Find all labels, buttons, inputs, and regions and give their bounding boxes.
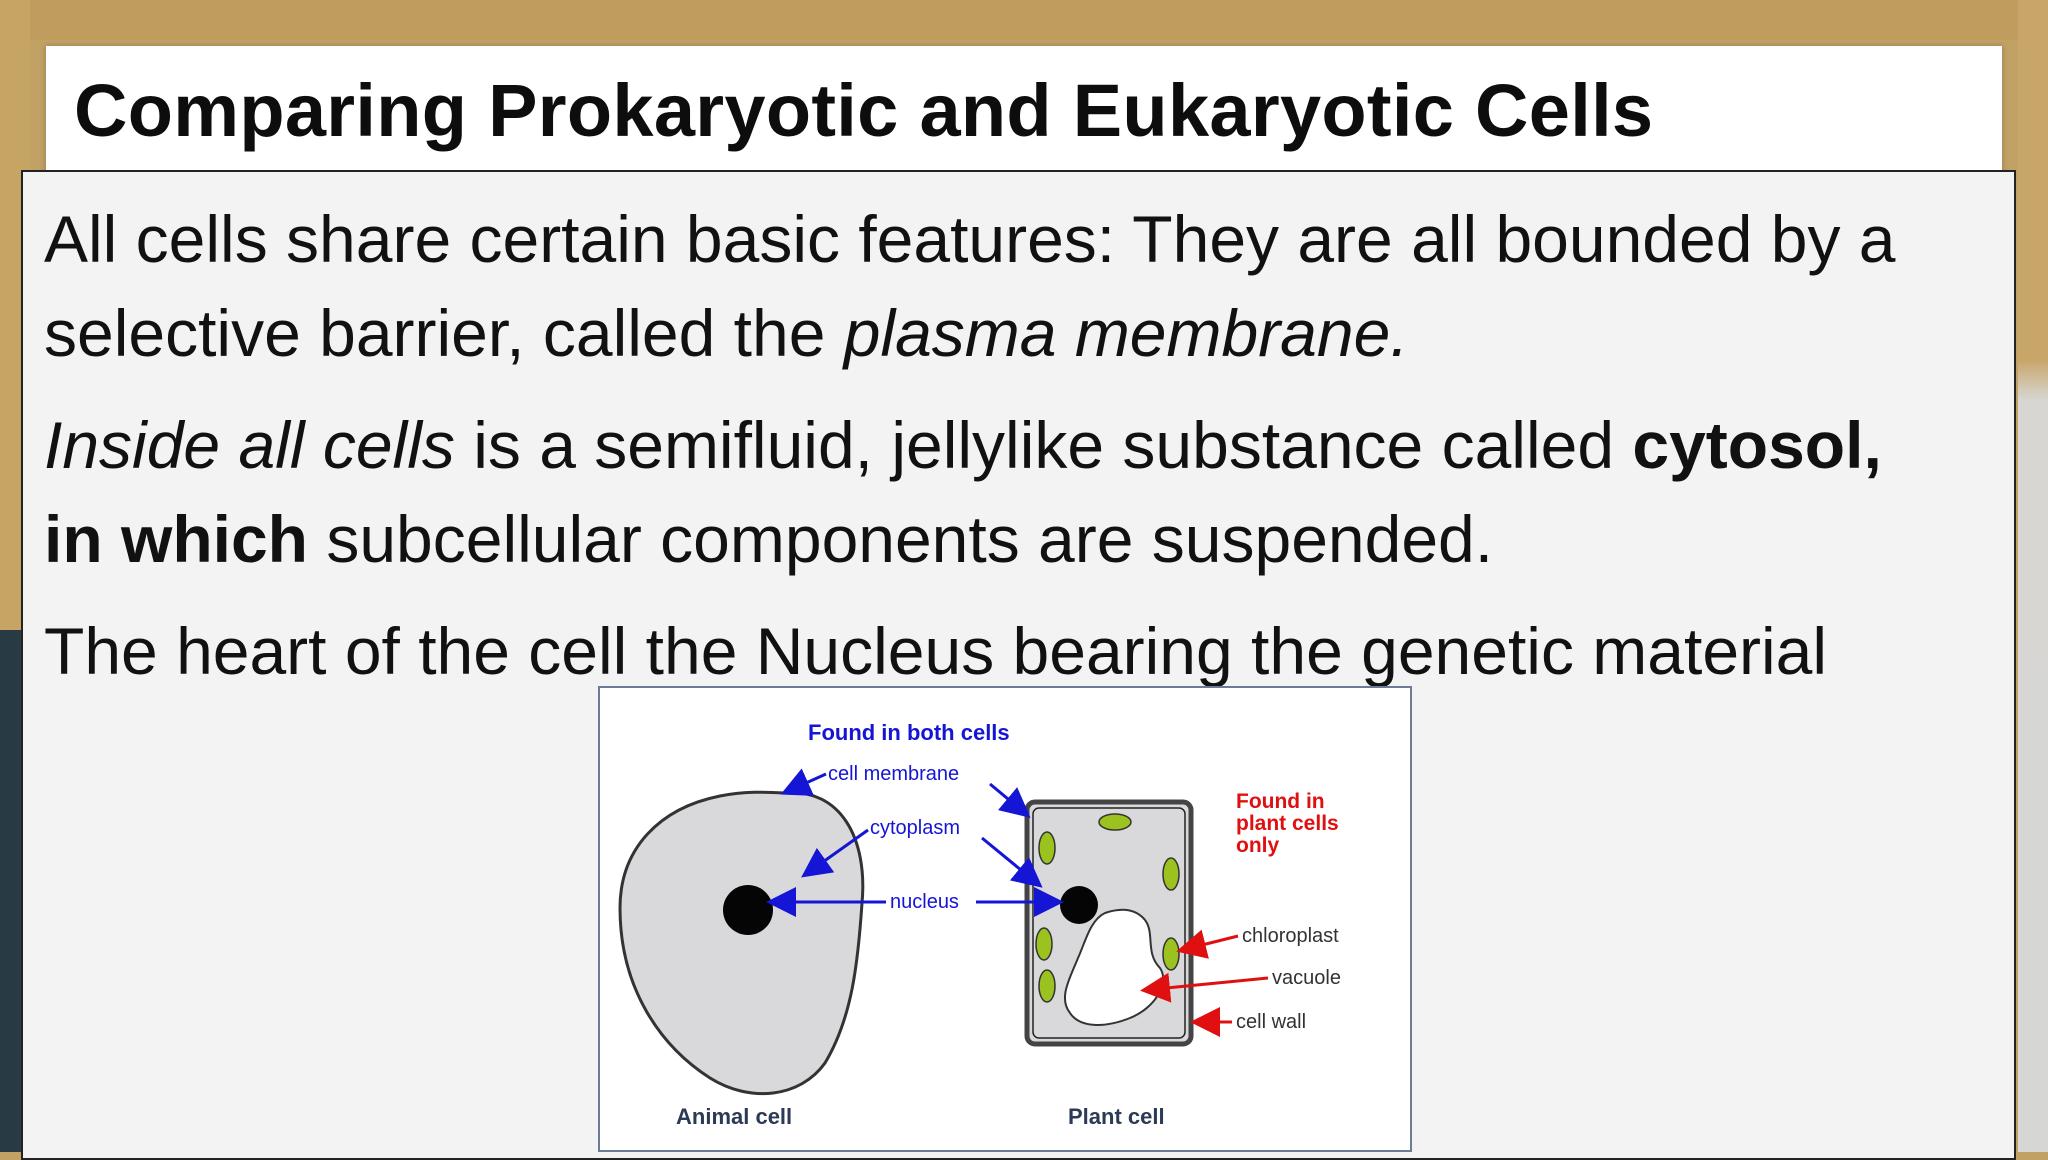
arrow-vacuole (1140, 972, 1269, 1003)
paragraph-text: is a semifluid, jellylike substance call… (454, 408, 1633, 482)
animal-cell-nucleus (723, 885, 773, 935)
slide-title: Comparing Prokaryotic and Eukaryotic Cel… (74, 69, 1654, 152)
chloroplast-shape (1162, 937, 1180, 971)
animal-cell-membrane (618, 790, 865, 1096)
chloroplast-shape (1038, 831, 1056, 865)
label-nucleus: nucleus (890, 891, 959, 913)
background-band-top (0, 0, 2048, 40)
label-cell-wall: cell wall (1236, 1011, 1306, 1033)
cell-diagram: Found in both cells cell membrane cytopl… (618, 720, 1345, 1129)
heading-found-in-plant-only: Found in plant cells only (1236, 790, 1345, 857)
paragraph-text: subcellular components are suspended. (308, 502, 1494, 576)
paragraph-cytosol: Inside all cells is a semifluid, jellyli… (44, 398, 1994, 586)
caption-plant-cell: Plant cell (1068, 1104, 1165, 1129)
chloroplast-shape (1098, 813, 1132, 831)
arrow-cell-membrane-animal (780, 768, 827, 796)
chloroplast-shape (1035, 927, 1053, 961)
cell-comparison-figure: Found in both cells cell membrane cytopl… (598, 686, 1412, 1152)
heading-line: plant cells (1236, 812, 1339, 835)
slide-content: All cells share certain basic features: … (21, 170, 2016, 1160)
heading-found-in-both: Found in both cells (808, 720, 1010, 745)
background-band-right (2018, 0, 2048, 1152)
paragraph-plasma-membrane: All cells share certain basic features: … (44, 192, 1994, 380)
plant-cell-membrane (1032, 807, 1186, 1039)
arrow-cytoplasm-animal (801, 828, 869, 878)
plant-cell-vacuole (1063, 908, 1165, 1026)
arrow-chloroplast (1176, 929, 1239, 959)
heading-line: only (1236, 834, 1279, 857)
heading-line: Found in (1236, 790, 1325, 813)
term-inside-all-cells: Inside all cells (44, 408, 455, 482)
paragraph-text: All cells share certain basic features: … (44, 202, 1896, 276)
plant-cell-nucleus (1060, 886, 1098, 924)
label-vacuole: vacuole (1272, 967, 1341, 989)
paragraph-text: The heart of the cell the Nucleus bearin… (44, 614, 1828, 688)
caption-animal-cell: Animal cell (676, 1104, 792, 1129)
label-chloroplast: chloroplast (1242, 925, 1339, 947)
slide-title-box: Comparing Prokaryotic and Eukaryotic Cel… (46, 46, 2002, 176)
term-cytosol: cytosol, (1632, 408, 1882, 482)
term-in-which: in which (44, 502, 308, 576)
chloroplast-shape (1162, 857, 1180, 891)
term-plasma-membrane: plasma membrane. (843, 296, 1409, 370)
paragraph-nucleus: The heart of the cell the Nucleus bearin… (44, 604, 1994, 698)
label-cytoplasm: cytoplasm (870, 817, 960, 839)
arrow-cell-membrane-plant (989, 782, 1031, 818)
label-cell-membrane: cell membrane (828, 763, 959, 785)
arrow-cytoplasm-plant (981, 836, 1043, 888)
paragraph-text: selective barrier, called the (44, 296, 844, 370)
chloroplast-shape (1038, 969, 1056, 1003)
